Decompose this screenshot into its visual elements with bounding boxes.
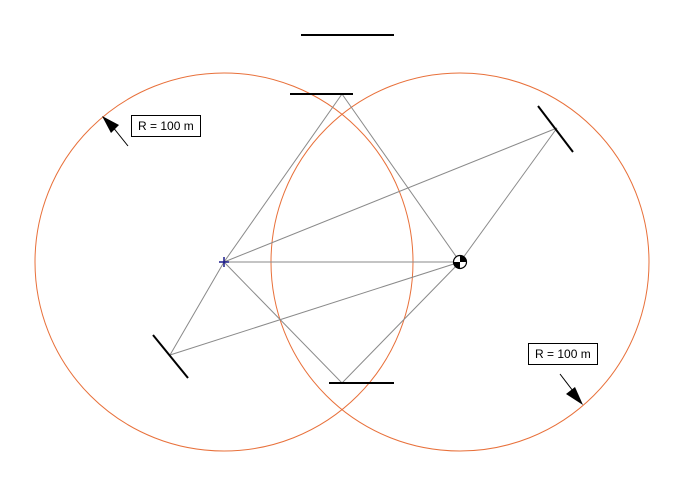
connection-lines <box>169 93 558 384</box>
line-bottom-right <box>341 261 461 384</box>
left-radius-label: R = 100 m <box>131 115 201 137</box>
line-upperright-right <box>459 127 558 263</box>
line-lowerleft-right <box>169 261 461 356</box>
line-top-right <box>341 93 461 263</box>
cross-marker-icon <box>219 257 229 267</box>
left-arrowhead-icon <box>102 116 119 133</box>
upper-right-bar <box>537 105 574 153</box>
right-radius-label: R = 100 m <box>528 343 598 365</box>
left-annotation-arrow <box>102 116 129 147</box>
line-left-top <box>223 93 343 263</box>
segment-bars <box>152 34 574 384</box>
line-left-bottom <box>223 261 343 384</box>
right-arrowhead-icon <box>566 387 583 405</box>
target-marker-icon <box>452 254 468 270</box>
lower-left-bar <box>152 334 189 379</box>
line-lowerleft-left <box>169 261 225 356</box>
line-left-upperright <box>223 127 558 263</box>
right-annotation-arrow <box>559 373 583 405</box>
